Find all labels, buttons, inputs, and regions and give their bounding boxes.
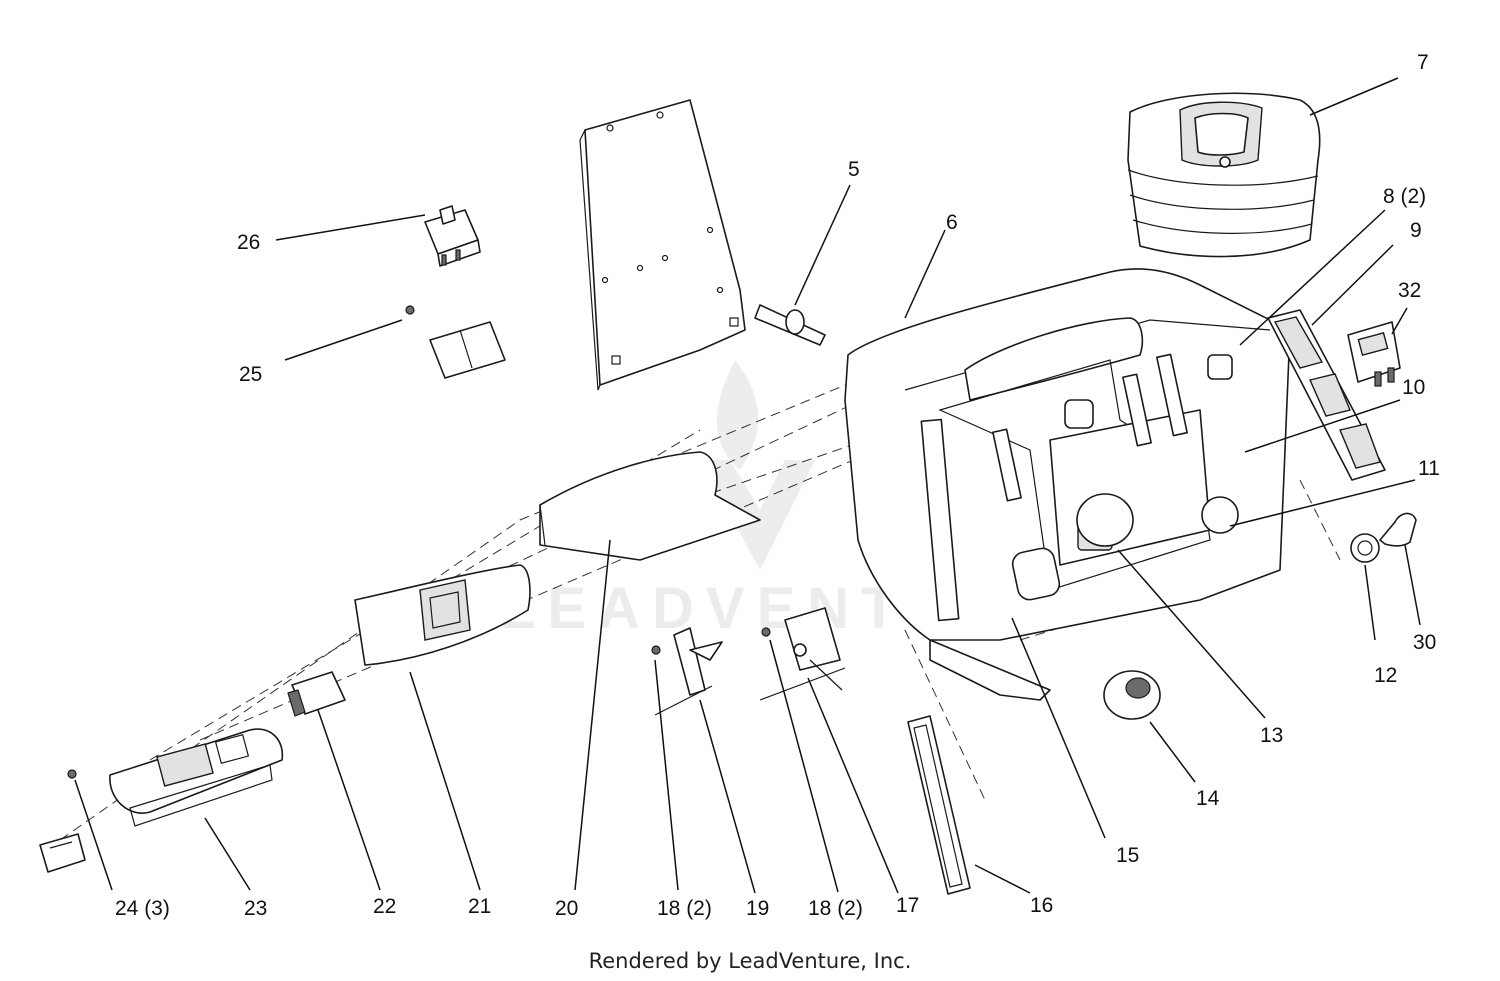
throttle-bracket — [759, 607, 846, 701]
callout-12: 12 — [1374, 664, 1397, 687]
callout-17: 17 — [896, 894, 919, 917]
callout-labels: 7 5 6 8 (2) 9 32 10 11 12 30 13 14 15 16… — [115, 51, 1440, 920]
callout-20: 20 — [555, 897, 578, 920]
footer-credit: Rendered by LeadVenture, Inc. — [589, 949, 912, 973]
throttle-knob — [1103, 670, 1161, 720]
leader-lines — [74, 77, 1421, 894]
callout-9: 9 — [1410, 219, 1422, 242]
mounting-bracket — [579, 99, 746, 391]
callout-15: 15 — [1116, 844, 1139, 867]
callout-23: 23 — [244, 897, 267, 920]
shift-boot — [1127, 92, 1321, 258]
relay — [424, 205, 481, 267]
callout-22: 22 — [373, 895, 396, 918]
callout-14: 14 — [1196, 787, 1220, 810]
callout-32: 32 — [1398, 279, 1421, 302]
callout-13: 13 — [1260, 724, 1283, 747]
callout-18-left: 18 (2) — [657, 897, 712, 920]
callout-24: 24 (3) — [115, 897, 170, 920]
brake-lever — [651, 627, 723, 716]
callout-21: 21 — [468, 895, 491, 918]
headlight-assembly — [67, 728, 284, 827]
headlight-housing — [354, 564, 531, 666]
callout-30: 30 — [1413, 631, 1436, 654]
key-and-bezel — [1350, 512, 1417, 563]
pivot-pin — [754, 304, 826, 346]
lamp-bulb — [287, 671, 346, 717]
solenoid — [405, 305, 506, 379]
wire-connector — [39, 833, 86, 873]
callout-16: 16 — [1030, 894, 1053, 917]
rocker-switch — [1347, 321, 1401, 387]
callout-10: 10 — [1402, 376, 1425, 399]
callout-18-right: 18 (2) — [808, 897, 863, 920]
callout-8: 8 (2) — [1383, 185, 1426, 208]
ignition-switch — [1076, 493, 1134, 551]
callout-19: 19 — [746, 897, 769, 920]
watermark-flame-icon — [716, 360, 759, 470]
callout-6: 6 — [946, 211, 958, 234]
dash-console — [844, 268, 1291, 701]
switch-plate — [1267, 309, 1386, 481]
callout-11: 11 — [1418, 457, 1440, 480]
trim-strip — [907, 715, 971, 895]
callout-7: 7 — [1417, 51, 1429, 74]
lower-dash-cover — [539, 451, 761, 561]
callout-5: 5 — [848, 158, 860, 181]
callout-25: 25 — [239, 363, 262, 386]
callout-26: 26 — [237, 231, 260, 254]
